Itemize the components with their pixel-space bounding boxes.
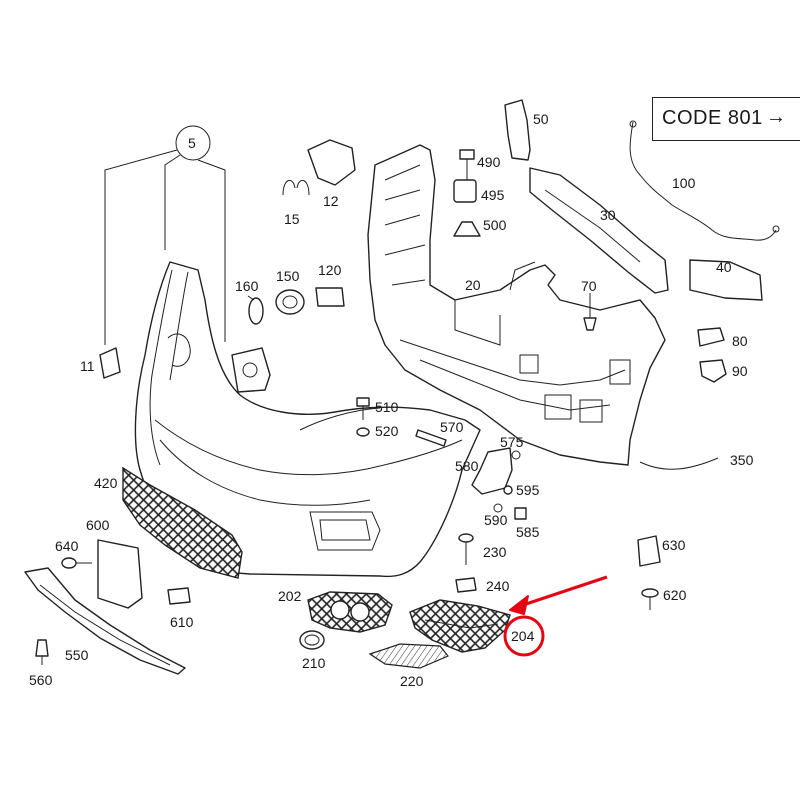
callout-595: 595 <box>516 482 540 498</box>
callout-580: 580 <box>455 458 479 474</box>
part-5-holder <box>231 347 271 393</box>
part-240-clip <box>455 577 477 593</box>
leader-lines <box>104 125 591 345</box>
callout-5: 5 <box>188 135 196 151</box>
part-640-screw <box>61 557 92 569</box>
callout-500: 500 <box>483 217 507 233</box>
part-610-clip <box>167 587 191 605</box>
callout-90: 90 <box>732 363 748 379</box>
part-120-cap <box>315 287 345 307</box>
callout-490: 490 <box>477 154 501 170</box>
part-570-bracket <box>415 429 447 447</box>
callout-100: 100 <box>672 175 696 191</box>
part-220-trim <box>368 643 449 669</box>
callout-600: 600 <box>86 517 110 533</box>
part-620-screw <box>641 588 659 610</box>
callout-570: 570 <box>440 419 464 435</box>
part-50-bracket <box>504 99 531 161</box>
callout-150: 150 <box>276 268 300 284</box>
bumper-carrier <box>367 144 666 466</box>
part-420-grille <box>122 466 243 579</box>
part-500-grommet <box>453 221 481 237</box>
callout-585: 585 <box>516 524 540 540</box>
part-70-pin <box>583 295 597 331</box>
callout-labels: 5 11 12 15 20 30 40 50 70 80 90 100 120 … <box>29 111 754 689</box>
callout-50: 50 <box>533 111 549 127</box>
callout-590: 590 <box>484 512 508 528</box>
part-150-sensor <box>275 289 305 315</box>
part-210-ring <box>299 630 325 650</box>
callout-420: 420 <box>94 475 118 491</box>
highlight-circle <box>503 615 545 657</box>
callout-510: 510 <box>375 399 399 415</box>
callout-80: 80 <box>732 333 748 349</box>
callout-12: 12 <box>323 193 339 209</box>
part-40-deflector <box>689 259 763 301</box>
callout-550: 550 <box>65 647 89 663</box>
callout-70: 70 <box>581 278 597 294</box>
part-80-clip <box>697 327 725 347</box>
part-230-screw <box>458 533 474 565</box>
code-801-box: CODE 801 → <box>652 97 800 141</box>
part-520-washer <box>356 427 370 437</box>
part-495-clip <box>453 179 477 203</box>
callout-230: 230 <box>483 544 507 560</box>
part-90-clip <box>699 359 727 383</box>
part-590-washer <box>493 503 503 513</box>
part-350-trim-strip <box>639 457 719 470</box>
callout-160: 160 <box>235 278 259 294</box>
callout-220: 220 <box>400 673 424 689</box>
part-12-housing <box>307 139 356 186</box>
part-560-push-pin <box>35 639 49 665</box>
part-160-seal <box>248 297 264 325</box>
callout-575: 575 <box>500 434 524 450</box>
highlight-annotation <box>503 575 608 657</box>
callout-15: 15 <box>284 211 300 227</box>
right-arrow-icon: → <box>766 106 786 128</box>
part-630-bracket <box>637 535 661 567</box>
callout-11: 11 <box>80 358 95 374</box>
callout-350: 350 <box>730 452 754 468</box>
callout-202: 202 <box>278 588 302 604</box>
part-490-screw <box>459 149 475 174</box>
part-202-fog-lamp-grille <box>307 591 393 633</box>
callout-610: 610 <box>170 614 194 630</box>
part-510-screw <box>356 397 370 420</box>
callout-620: 620 <box>663 587 687 603</box>
callout-240: 240 <box>486 578 510 594</box>
callout-210: 210 <box>302 655 326 671</box>
part-600-license-plate-holder <box>97 539 143 609</box>
callout-120: 120 <box>318 262 342 278</box>
part-595-nut <box>503 485 513 495</box>
bumper-cover <box>134 261 481 578</box>
callout-495: 495 <box>481 187 505 203</box>
part-100-wiring-harness <box>629 121 777 241</box>
part-15-clip <box>282 179 310 196</box>
callout-30: 30 <box>600 207 616 223</box>
callout-40: 40 <box>716 259 732 275</box>
part-580-bracket <box>471 447 513 495</box>
part-585-clip <box>514 507 527 520</box>
part-550-lower-trim <box>24 567 186 675</box>
callout-204: 204 <box>511 628 535 644</box>
part-30-absorber <box>529 167 669 294</box>
callout-640: 640 <box>55 538 79 554</box>
callout-560: 560 <box>29 672 53 688</box>
callout-20: 20 <box>465 277 481 293</box>
callout-520: 520 <box>375 423 399 439</box>
callout-630: 630 <box>662 537 686 553</box>
part-11-cover <box>99 347 121 379</box>
code-label: CODE 801 <box>662 107 763 129</box>
